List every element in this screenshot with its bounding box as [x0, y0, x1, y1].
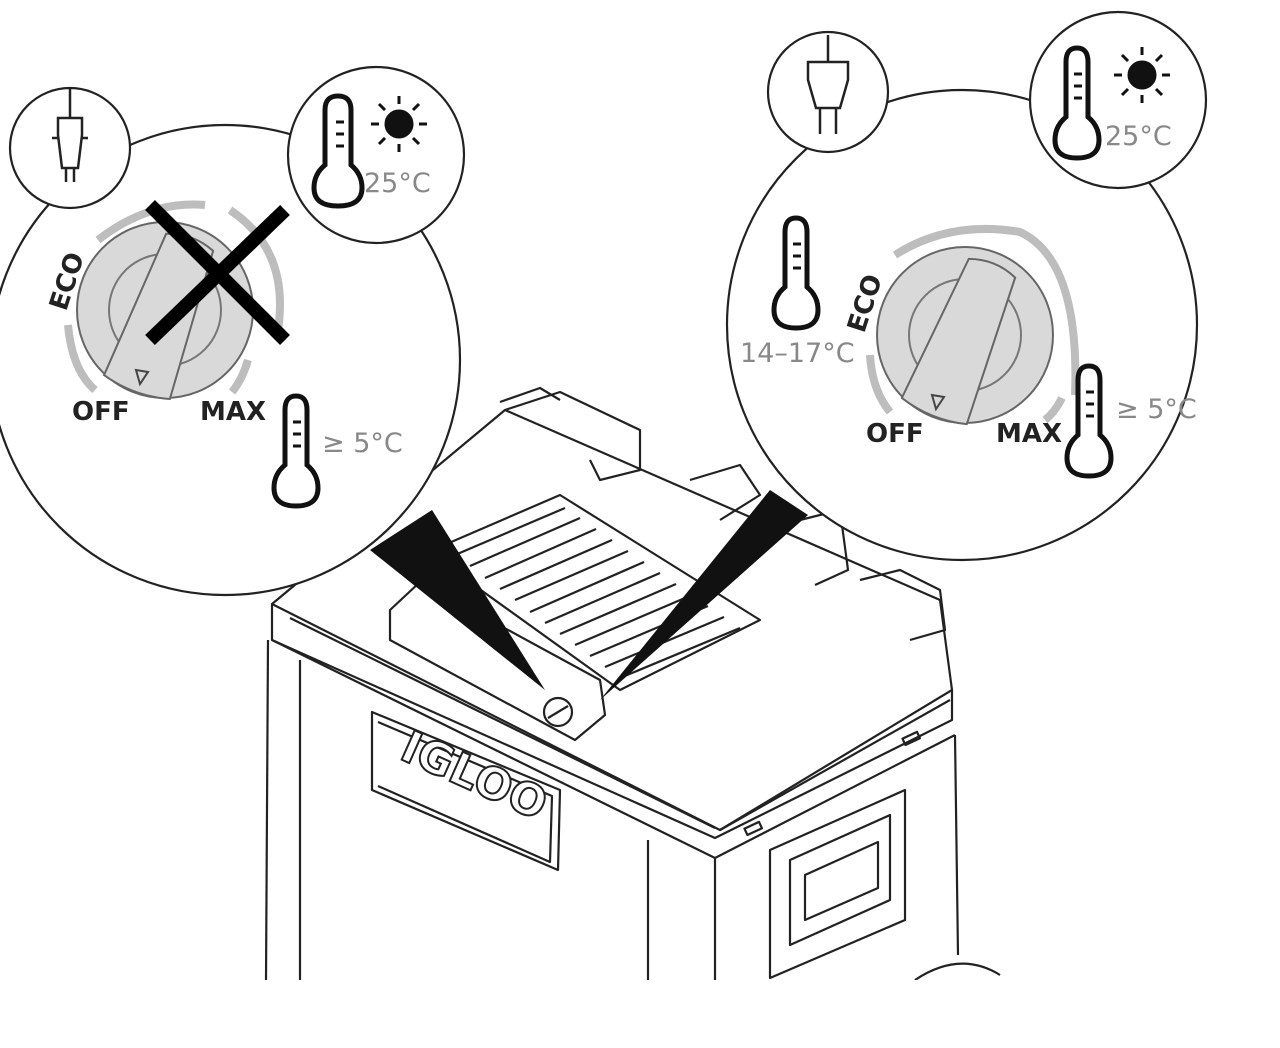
logo-plate [370, 710, 562, 872]
right-dial-arc-off [866, 354, 894, 415]
left-off-label: OFF [72, 397, 130, 427]
right-off-label: OFF [866, 419, 924, 449]
right-target-temp: ≥ 5°C [1116, 394, 1197, 425]
left-max-label: MAX [200, 397, 266, 427]
left-ambient-temp: 25°C [364, 168, 431, 199]
not-allowed-cross-icon [145, 200, 290, 346]
sun-icon [371, 96, 427, 152]
left-callout: 25°C ECO OFF MAX ≥ 5°C [0, 65, 466, 597]
left-dial-arc-off [64, 324, 98, 394]
wall-plug-icon [806, 35, 850, 134]
left-dial-arc-right [228, 358, 252, 395]
right-ambient-temp: 25°C [1105, 121, 1172, 152]
thermometer-icon [1052, 45, 1102, 161]
right-ambient-bubble [1028, 10, 1208, 190]
thermometer-icon [311, 93, 365, 209]
left-ambient-bubble [286, 65, 466, 245]
sun-icon [1114, 47, 1170, 103]
right-power-bubble [766, 30, 890, 154]
right-callout: 25°C 14–17°C ECO OFF MAX ≥ 5°C [725, 10, 1208, 562]
car-plug-icon [52, 88, 88, 182]
thermometer-icon [771, 215, 821, 331]
right-dial-arc-max [1042, 396, 1066, 424]
left-target-temp: ≥ 5°C [322, 428, 403, 459]
cooler-illustration [264, 386, 1001, 980]
callout-pointer-right [600, 490, 808, 700]
left-dial-arc-max [227, 206, 284, 331]
callout-pointer-left [370, 510, 545, 690]
right-dial-arc-eco [892, 224, 1080, 396]
thermometer-icon [271, 393, 321, 509]
right-max-label: MAX [996, 419, 1062, 449]
right-eco-temp: 14–17°C [740, 338, 855, 369]
thermometer-icon [1064, 363, 1114, 479]
